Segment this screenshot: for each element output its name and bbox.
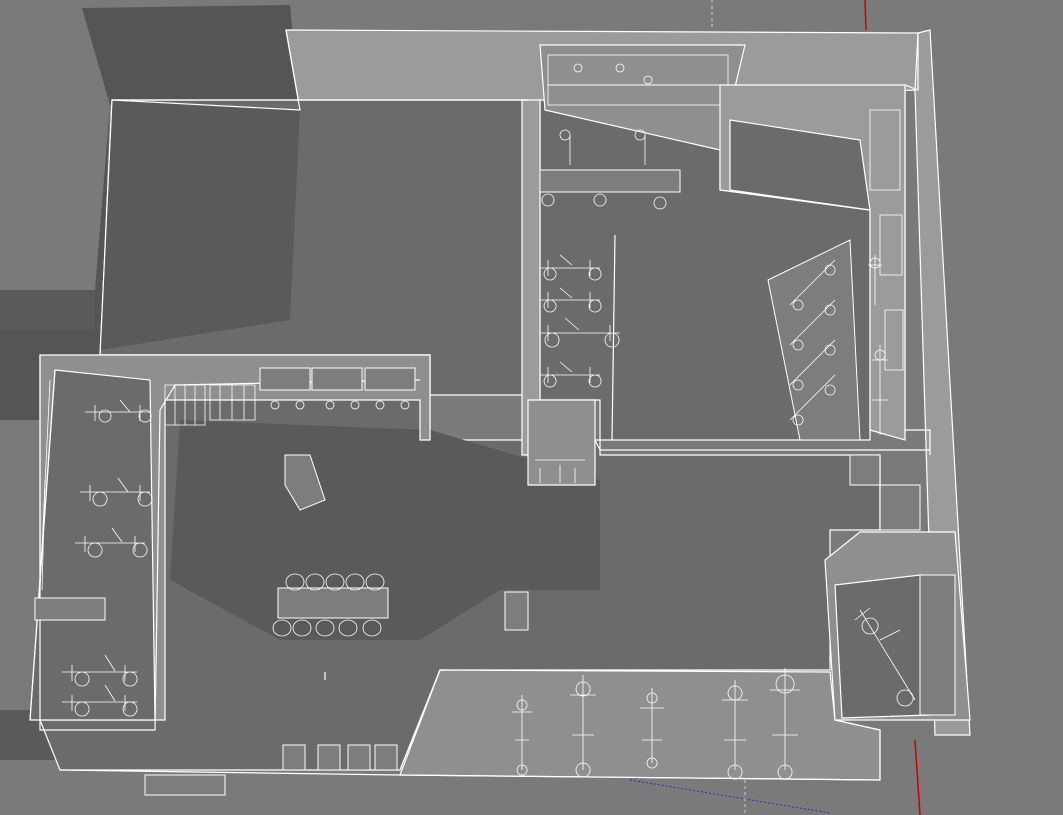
front-wall-edge [59,769,881,781]
pillar-box [527,399,596,486]
desk [259,367,311,391]
stool [374,744,398,771]
column [504,591,529,631]
red-axis [914,739,921,815]
desk [311,367,363,391]
motorcycle-icon [570,675,596,778]
floor-shadow [170,420,600,640]
left-rack-motorcycles [62,399,153,717]
upper-rack-motorcycles [540,254,620,388]
left-room-edge [39,355,421,731]
blue-axis [629,779,831,814]
right-room-floor [729,119,871,211]
display-room-entry[interactable] [879,484,921,531]
motorcycle-icon [62,684,138,717]
sofa-group[interactable] [272,573,389,637]
motorcycle-icon [80,477,153,507]
service-bench[interactable] [539,169,681,193]
wall-display-motorcycles [789,259,836,426]
front-wall-edge [399,669,441,771]
step [144,774,226,796]
shelf-racks [164,384,256,426]
motorcycle-icon [854,607,916,707]
perimeter [834,719,881,780]
red-axis [864,0,867,31]
sofa-table [277,587,389,619]
motorcycle-icon [540,254,602,281]
rack-rail [611,234,616,441]
motorcycle-icon [868,255,882,305]
motorcycle-icon [512,695,532,776]
bench-stools [541,129,667,210]
corridor-edge [594,439,930,451]
display-room-door[interactable] [919,574,956,716]
perimeter [99,29,301,356]
floor-shadow [100,100,300,350]
motorcycle-icon [640,688,664,769]
left-room-counter[interactable] [34,597,106,621]
motorcycle-icon [722,680,748,780]
pillar-box-details [535,459,585,483]
stool [347,744,371,771]
right-room-windows [869,109,904,371]
motorcycle-icon [540,361,602,388]
motorcycle-icon [540,287,602,313]
motorcycle-icon [75,527,148,558]
left-room-window [41,479,46,591]
wall-display-panel[interactable] [767,239,861,441]
motorcycle-icon [872,345,888,435]
front-row-motorcycles [512,668,800,780]
corner-display-motorcycle [854,607,916,707]
motorcycle-icon [85,399,152,423]
motorcycle-icon [770,668,800,780]
motorcycle-icon [62,654,138,687]
front-wall [399,669,881,781]
desk [364,367,416,391]
right-wall-motorcycles [868,255,888,435]
desk-row[interactable] [259,367,416,410]
motorcycle-icon [540,317,620,348]
stool [317,744,341,771]
stools[interactable] [282,744,398,771]
motorcycle-icon [789,259,836,311]
stool [282,744,306,771]
motorcycle-icon [789,339,836,391]
column [849,454,881,486]
column [284,454,326,511]
motorcycle-icon [789,299,836,351]
motorcycle-icon [789,374,836,426]
cast-shadow [0,290,95,330]
